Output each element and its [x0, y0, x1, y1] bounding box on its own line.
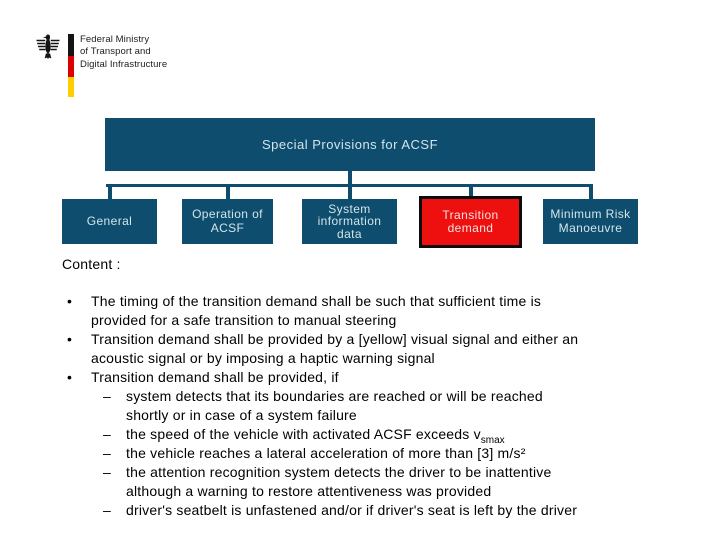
flag-red-band — [68, 56, 74, 77]
org-node-general: General — [62, 199, 157, 244]
node-label-line: System — [328, 201, 371, 216]
ministry-name: Federal Ministry of Transport and Digita… — [80, 34, 167, 71]
dash-icon: – — [103, 388, 111, 404]
dash-icon: – — [103, 502, 111, 518]
sub-list-item: – the speed of the vehicle with activate… — [0, 426, 720, 446]
list-item-text: Transition demand shall be provided by a… — [91, 331, 579, 347]
bullet-icon: • — [67, 369, 73, 385]
node-label-line: Operation of — [192, 207, 263, 222]
list-item-text: Transition demand shall be provided, if — [91, 369, 339, 385]
list-item: • The timing of the transition demand sh… — [0, 293, 720, 312]
ministry-name-line: Digital Infrastructure — [80, 58, 168, 70]
connector-tick — [108, 184, 112, 199]
org-root-label: Special Provisions for ACSF — [261, 137, 439, 152]
sub-list-item-continuation: shortly or in case of a system failure — [0, 407, 720, 426]
federal-eagle-icon — [35, 31, 61, 63]
list-item-text: the vehicle reaches a lateral accelerati… — [126, 445, 526, 461]
dash-icon: – — [103, 426, 111, 442]
list-item-text: the speed of the vehicle with activated … — [126, 426, 505, 446]
content-heading: Content : — [62, 256, 121, 272]
list-item-continuation: acoustic signal or by imposing a haptic … — [0, 350, 720, 369]
bullet-icon: • — [67, 293, 73, 309]
sub-list-item: – the attention recognition system detec… — [0, 464, 720, 483]
german-flag-stripe — [68, 34, 74, 97]
sub-list-item: – the vehicle reaches a lateral accelera… — [0, 445, 720, 464]
org-node-operation-of-acsf: Operation of ACSF — [182, 199, 273, 244]
sub-list-item: – system detects that its boundaries are… — [0, 388, 720, 407]
node-label-line: ACSF — [210, 220, 245, 235]
connector-tick — [226, 184, 230, 199]
org-root-node: Special Provisions for ACSF — [105, 118, 595, 171]
org-node-system-information-data: System information data — [302, 199, 397, 244]
subscript-text: smax — [480, 434, 505, 446]
dash-icon: – — [103, 445, 111, 461]
list-item-text: shortly or in case of a system failure — [126, 407, 357, 423]
connector-tick — [589, 184, 593, 199]
list-item-text: the attention recognition system detects… — [126, 464, 552, 480]
dash-icon: – — [103, 464, 111, 480]
node-label-line: Minimum Risk — [550, 207, 631, 222]
node-label-line: demand — [447, 221, 494, 235]
node-label-line: Manoeuvre — [558, 220, 623, 235]
ministry-name-line: Federal Ministry — [80, 34, 150, 45]
flag-black-band — [68, 34, 74, 56]
list-item-text: The timing of the transition demand shal… — [91, 293, 542, 309]
list-item: • Transition demand shall be provided by… — [0, 331, 720, 350]
sub-list-item-continuation: although a warning to restore attentiven… — [0, 483, 720, 502]
org-node-transition-demand-highlighted: Transition demand — [419, 196, 522, 248]
list-item-text: system detects that its boundaries are r… — [126, 388, 543, 404]
flag-gold-band — [68, 77, 74, 97]
connector-tick — [469, 184, 473, 199]
list-item: • Transition demand shall be provided, i… — [0, 369, 720, 388]
connector-stem — [348, 171, 352, 185]
ministry-name-line: of Transport and — [80, 46, 151, 58]
list-item-text: although a warning to restore attentiven… — [126, 483, 492, 499]
sub-list-item: – driver's seatbelt is unfastened and/or… — [0, 502, 720, 521]
node-label-line: General — [86, 213, 133, 228]
connector-tick — [348, 184, 352, 199]
list-item-text: provided for a safe transition to manual… — [91, 312, 397, 328]
bullet-icon: • — [67, 331, 73, 347]
org-node-minimum-risk-manoeuvre: Minimum Risk Manoeuvre — [543, 199, 638, 244]
list-item-text: driver's seatbelt is unfastened and/or i… — [126, 502, 578, 518]
list-item-text: acoustic signal or by imposing a haptic … — [91, 350, 435, 366]
bullet-list: • The timing of the transition demand sh… — [0, 293, 720, 521]
list-item-continuation: provided for a safe transition to manual… — [0, 312, 720, 331]
node-label-line: information — [317, 214, 382, 229]
node-label-line: Transition — [442, 207, 499, 222]
node-label-line: data — [337, 226, 362, 241]
